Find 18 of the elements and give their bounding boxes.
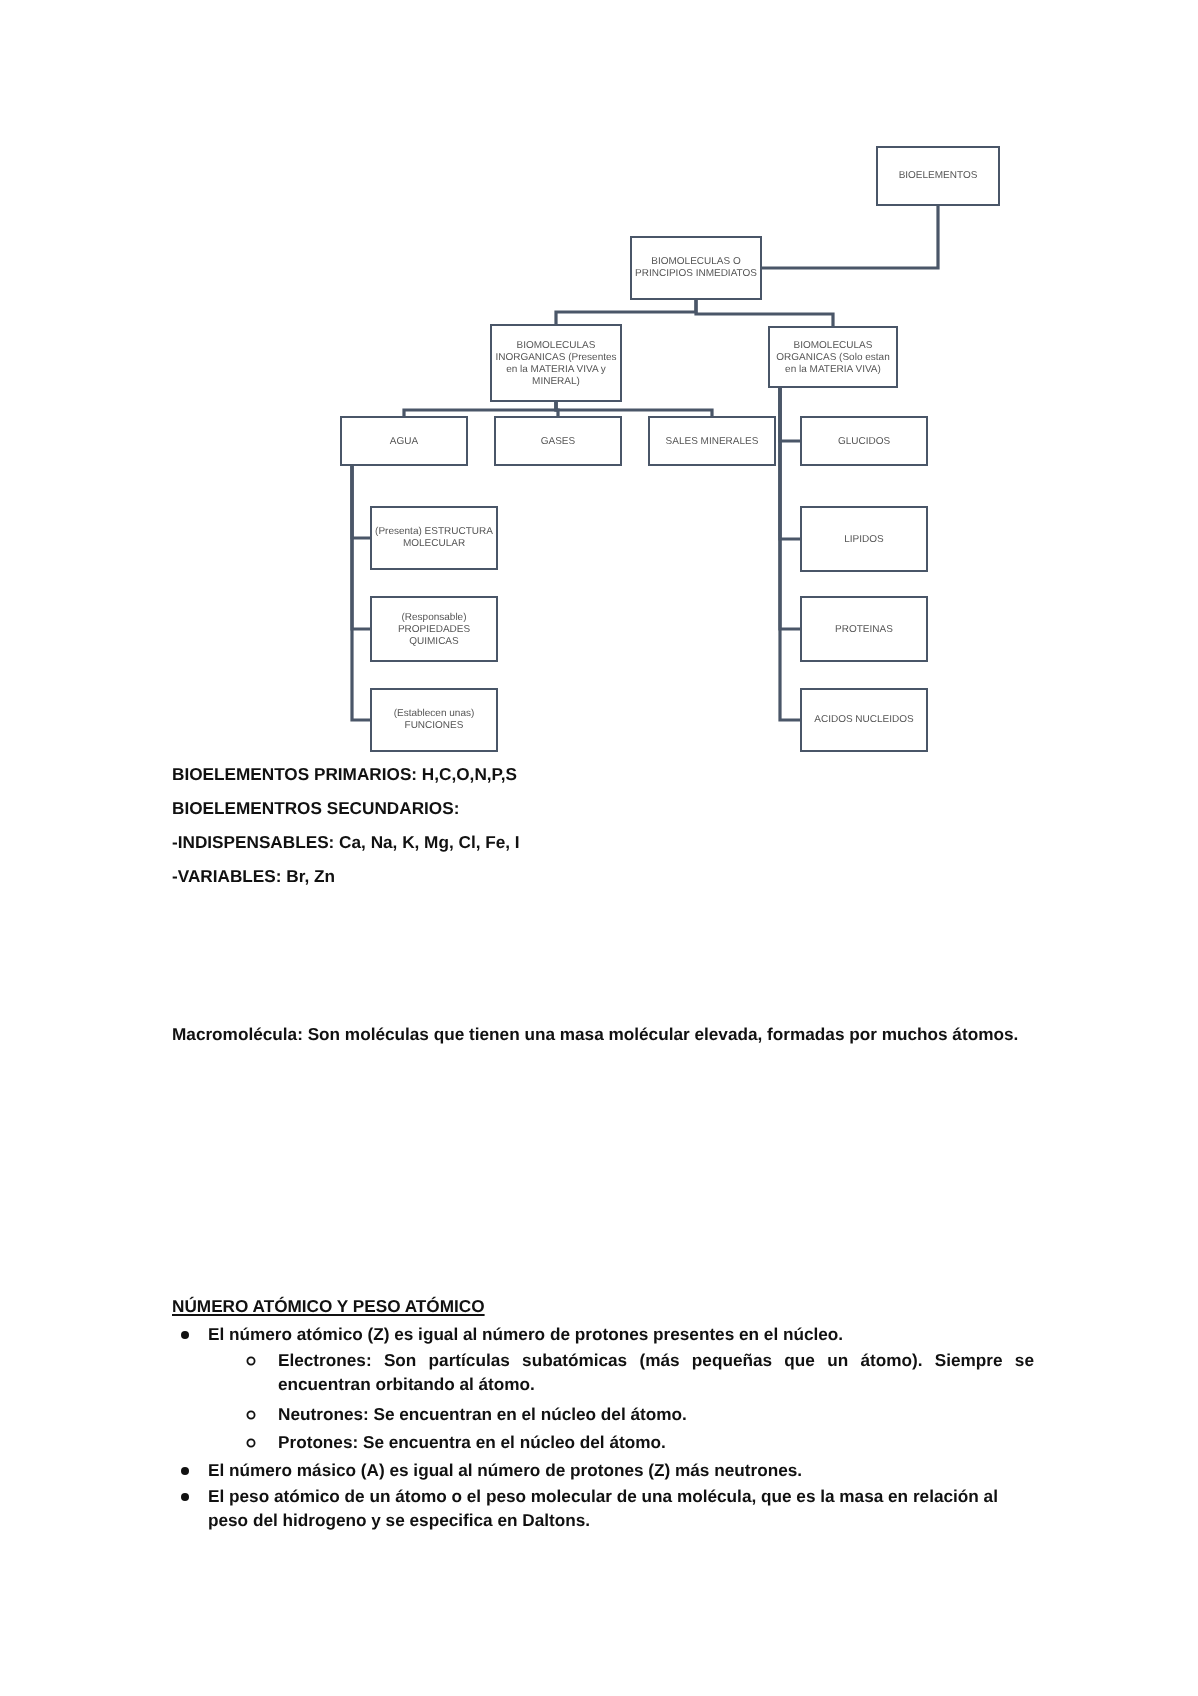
text-line: -VARIABLES: Br, Zn bbox=[172, 864, 335, 888]
text-line: Macromolécula: Son moléculas que tienen una masa molécular elevada, formadas por muchos átomos. bbox=[172, 1022, 1019, 1046]
text-line: BIOELEMENTOS PRIMARIOS: H,C,O,N,P,S bbox=[172, 762, 518, 786]
connector-line bbox=[778, 388, 800, 722]
bullet-text: El peso atómico de un átomo o el peso molecular de una molécula, que es la masa en relación al peso del hidrogeno y se especifica en Daltons. bbox=[208, 1484, 1000, 1532]
sub-bullet-text: Neutrones: Se encuentran en el núcleo del átomo. bbox=[278, 1402, 689, 1426]
connector-line bbox=[554, 402, 714, 416]
connector-line bbox=[762, 206, 940, 270]
text-line: BIOELEMENTROS SECUNDARIOS: bbox=[172, 796, 460, 820]
connector-line bbox=[350, 466, 370, 722]
section-heading: NÚMERO ATÓMICO Y PESO ATÓMICO bbox=[172, 1294, 485, 1318]
connector-line bbox=[694, 300, 835, 326]
bullet-text: El número másico (A) es igual al número de protones (Z) más neutrones. bbox=[208, 1458, 805, 1482]
sub-bullet-text: Electrones: Son partículas subatómicas (más pequeñas que un átomo). Siempre se encuentran orbitando al átomo. bbox=[278, 1348, 1034, 1396]
sub-bullet-text: Protones: Se encuentra en el núcleo del átomo. bbox=[278, 1430, 668, 1454]
bullet-text: El número atómico (Z) es igual al número de protones presentes en el núcleo. bbox=[208, 1322, 846, 1346]
text-line: -INDISPENSABLES: Ca, Na, K, Mg, Cl, Fe, I bbox=[172, 830, 520, 854]
connector-line bbox=[402, 402, 558, 416]
